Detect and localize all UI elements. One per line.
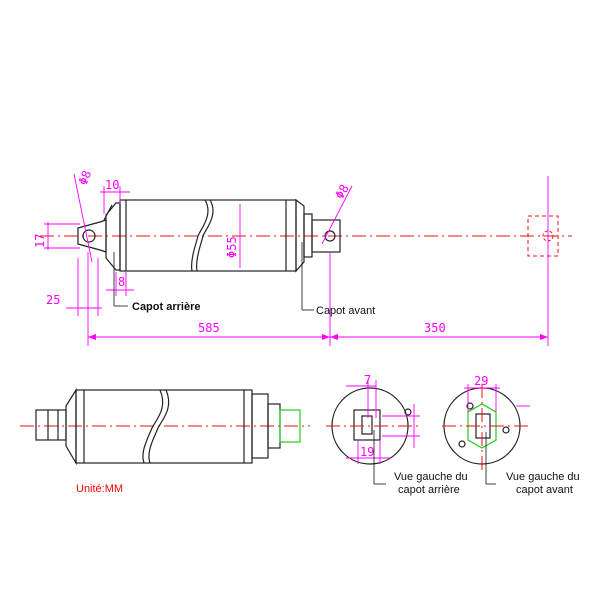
dim-rear-clevis-width: 7	[364, 373, 371, 387]
arrow-350-right	[540, 334, 548, 340]
dim-rear-clevis-length: 19	[360, 445, 374, 459]
front-cap-screw-2	[502, 426, 510, 434]
dim-stroke: 350	[424, 321, 446, 335]
front-pin-hole	[324, 230, 336, 242]
extended-rod-ghost	[527, 215, 559, 257]
break-line-2	[196, 199, 214, 272]
label-vue-avant-1: Vue gauche du	[506, 471, 580, 483]
dim-clevis-offset: 25	[46, 293, 60, 307]
rear-pin-hole	[82, 229, 96, 243]
rear-cap-clevis	[353, 409, 381, 441]
dim-rear-cap-length: 10	[105, 178, 119, 192]
label-vue-avant-2: capot avant	[516, 484, 573, 496]
arrow-350-left	[330, 334, 338, 340]
front-cap-end-view: 29 Vue gauche du capot avant	[442, 374, 580, 496]
rear-cap-screw	[404, 408, 412, 416]
label-vue-arriere-2: capot arrière	[398, 484, 460, 496]
dim-clevis-height: 17	[33, 234, 47, 248]
top-view-rod-end	[279, 409, 301, 443]
dim-rear-cap-small: 8	[118, 275, 125, 289]
dim-retracted-length: 585	[198, 321, 220, 335]
rear-cap-bolt	[103, 204, 113, 221]
side-view-dimension-lines	[44, 173, 549, 346]
front-cap-screw-3	[458, 440, 466, 448]
rear-cap-end-view: 7 19 Vue gauche du capot arrière	[326, 373, 468, 496]
break-line-1	[191, 199, 209, 272]
unit-label: Unité:MM	[76, 483, 123, 495]
arrow-585-left	[88, 334, 96, 340]
label-vue-arriere-1: Vue gauche du	[394, 471, 468, 483]
dim-tube-diameter: Φ55	[225, 236, 239, 258]
front-end-cap	[295, 198, 305, 273]
dim-rear-hole-dia: Φ8	[76, 168, 94, 187]
front-cap-screw-1	[466, 402, 474, 410]
top-view-rear-clevis	[35, 409, 67, 441]
top-view: Unité:MM	[20, 387, 310, 495]
dim-front-hole-dia: Φ8	[332, 182, 351, 202]
side-view: Φ8 10 17 Φ55 Φ8 25 8 585 350 Capot arriè…	[33, 168, 572, 346]
rod-end	[311, 219, 341, 253]
rear-cap-slot	[361, 415, 373, 435]
top-view-break-1	[142, 389, 164, 464]
dim-hex-width: 29	[474, 374, 488, 388]
label-capot-arriere: Capot arrière	[132, 301, 200, 313]
arrow-585-right	[322, 334, 330, 340]
top-view-break-2	[148, 389, 170, 464]
label-capot-avant: Capot avant	[316, 305, 375, 317]
